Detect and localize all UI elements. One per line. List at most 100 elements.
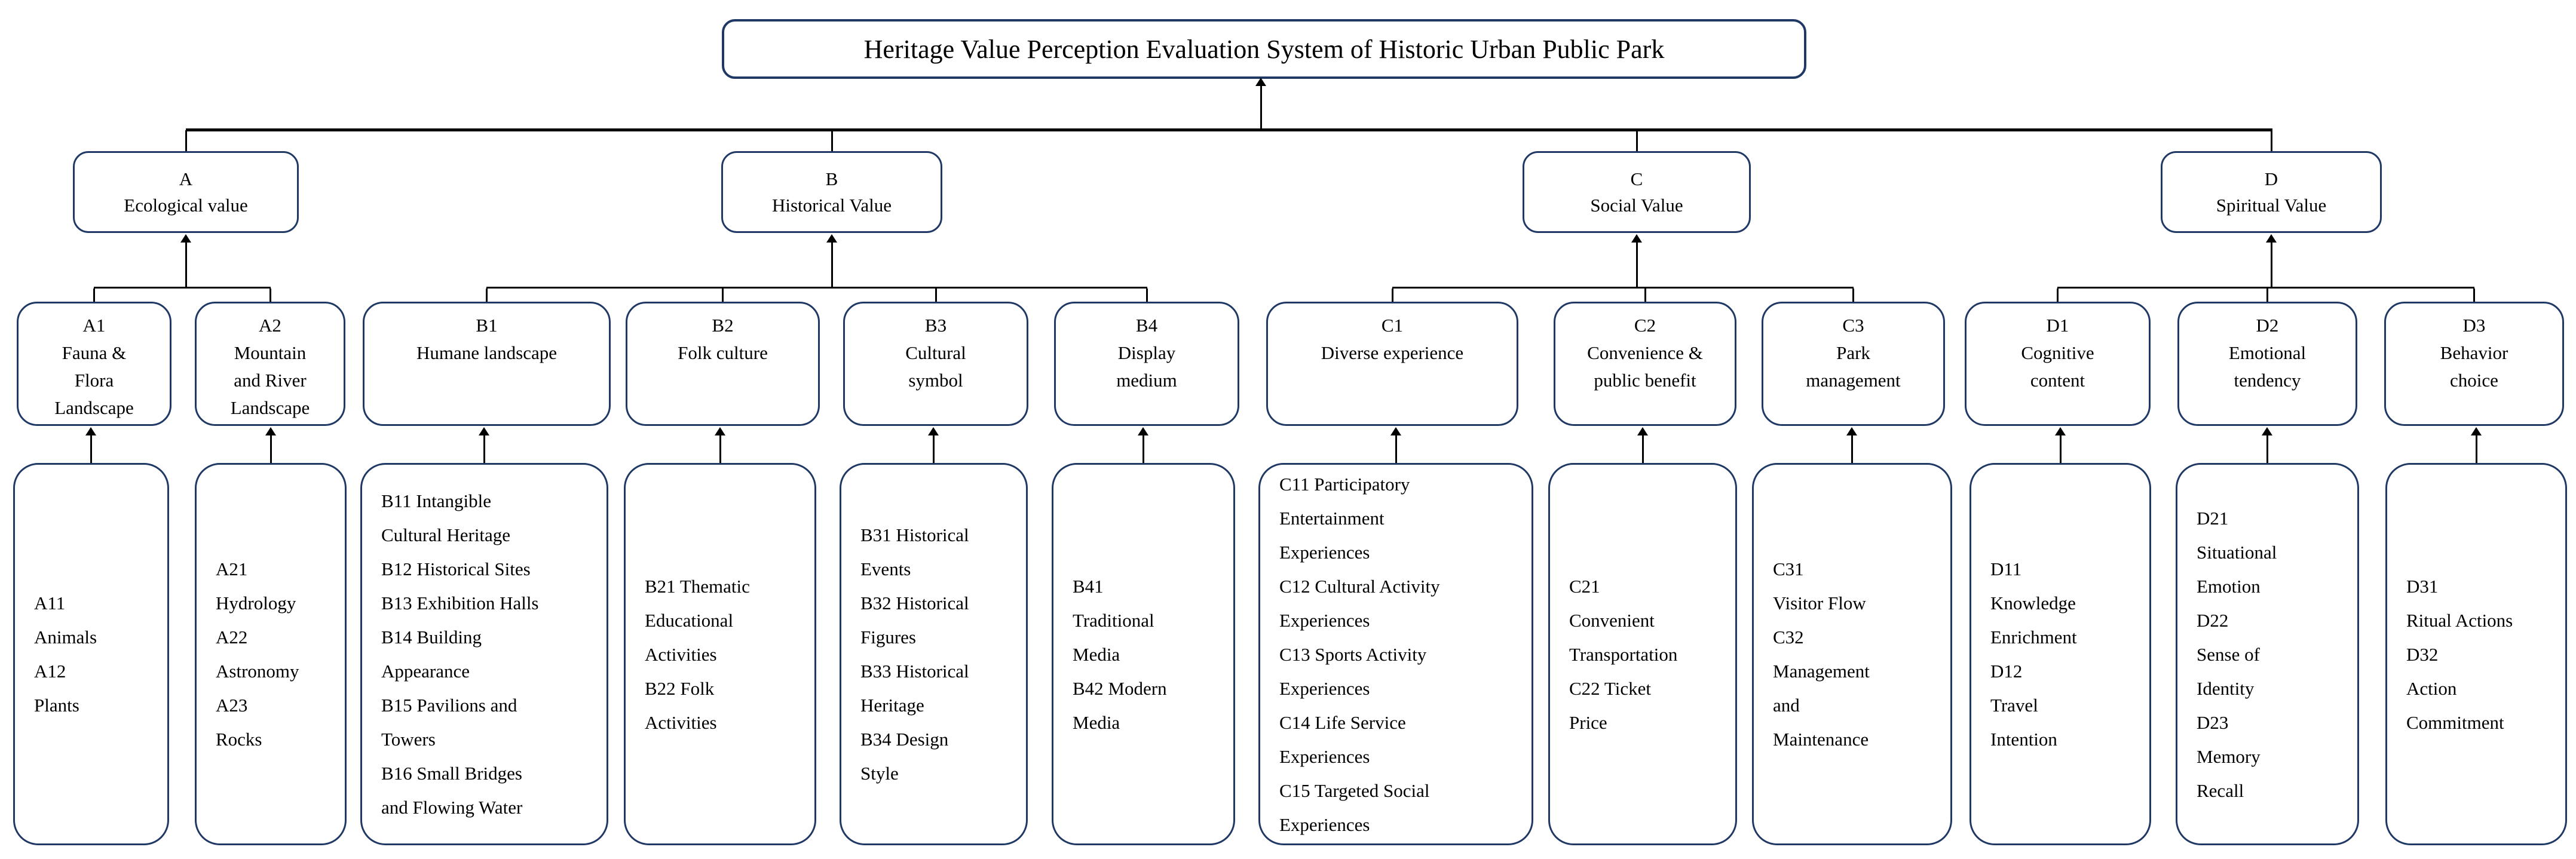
connector-indicator-b3: [933, 435, 935, 463]
node-criterion-c1: C1 Diverse experience: [1266, 302, 1518, 426]
indicator-list: D31 Ritual Actions D32 Action Commitment: [2406, 575, 2513, 733]
indicator-list: C11 Participatory Entertainment Experien…: [1279, 473, 1440, 835]
arrow-up-criterion-a2: [265, 427, 276, 435]
indicator-list: B21 Thematic Educational Activities B22 …: [645, 575, 750, 733]
indicator-list: B31 Historical Events B32 Historical Fig…: [860, 524, 969, 784]
criterion-code: C1: [1381, 315, 1404, 336]
criterion-label: Convenience & public benefit: [1587, 342, 1703, 391]
connector-stub-c2: [1644, 289, 1646, 302]
criterion-code: D1: [2046, 315, 2069, 336]
connector-indicator-b4: [1142, 435, 1144, 463]
node-criterion-c3: C3 Park management: [1762, 302, 1945, 426]
connector-stub-b4: [1146, 289, 1148, 302]
criterion-code: D2: [2256, 315, 2279, 336]
criterion-code: D3: [2462, 315, 2486, 336]
branch-code: A: [179, 168, 193, 189]
connector-indicator-c3: [1851, 435, 1853, 463]
node-indicators-c2: C21 Convenient Transportation C22 Ticket…: [1548, 463, 1737, 845]
connector-indicator-a2: [270, 435, 272, 463]
arrow-up-criterion-d1: [2055, 427, 2066, 435]
arrow-up-criterion-c3: [1846, 427, 1857, 435]
arrow-up-criterion-b3: [928, 427, 939, 435]
connector-drop-d: [2271, 130, 2272, 151]
node-criterion-d1: D1 Cognitive content: [1965, 302, 2151, 426]
node-indicators-c3: C31 Visitor Flow C32 Management and Main…: [1752, 463, 1952, 845]
branch-label: Social Value: [1590, 194, 1683, 216]
indicator-list: B41 Traditional Media B42 Modern Media: [1073, 575, 1167, 733]
connector-indicator-c1: [1395, 435, 1397, 463]
criterion-label: Cognitive content: [2021, 342, 2094, 391]
node-indicators-d3: D31 Ritual Actions D32 Action Commitment: [2385, 463, 2567, 845]
node-criterion-a1: A1 Fauna & Flora Landscape: [17, 302, 171, 426]
criterion-code: C3: [1842, 315, 1864, 336]
criterion-label: Cultural symbol: [905, 342, 966, 391]
branch-label: Spiritual Value: [2216, 194, 2327, 216]
connector-indicator-c2: [1642, 435, 1644, 463]
node-criterion-d3: D3 Behavior choice: [2384, 302, 2564, 426]
indicator-list: D11 Knowledge Enrichment D12 Travel Inte…: [1990, 559, 2077, 750]
node-indicators-b3: B31 Historical Events B32 Historical Fig…: [840, 463, 1028, 845]
criterion-code: C2: [1634, 315, 1656, 336]
connector-indicator-d2: [2266, 435, 2268, 463]
connector-indicator-b1: [483, 435, 485, 463]
branch-code: C: [1630, 168, 1643, 189]
node-criterion-c2: C2 Convenience & public benefit: [1554, 302, 1736, 426]
connector-indicator-a1: [90, 435, 92, 463]
indicator-list: A21 Hydrology A22 Astronomy A23 Rocks: [216, 559, 299, 750]
criterion-code: B4: [1135, 315, 1158, 336]
arrow-up-branch-a: [180, 234, 191, 243]
arrow-up-criterion-b2: [715, 427, 725, 435]
indicator-list: D21 Situational Emotion D22 Sense of Ide…: [2197, 507, 2277, 801]
criterion-label: Park management: [1806, 342, 1901, 391]
criterion-code: B2: [712, 315, 734, 336]
connector-drop-b: [831, 130, 833, 151]
connector-stub-d1: [2057, 289, 2059, 302]
node-indicators-d2: D21 Situational Emotion D22 Sense of Ide…: [2176, 463, 2359, 845]
indicator-list: C21 Convenient Transportation C22 Ticket…: [1569, 575, 1678, 733]
arrow-up-criterion-d2: [2262, 427, 2272, 435]
connector-branch-c-line: [1636, 242, 1638, 289]
connector-indicator-b2: [719, 435, 721, 463]
criterion-label: Humane landscape: [416, 342, 557, 363]
connector-drop-a: [185, 130, 187, 151]
connector-branch-b-line: [831, 242, 833, 289]
connector-bracket-d: [2057, 287, 2474, 289]
connector-title-line: [1260, 85, 1262, 130]
connector-stub-a2: [269, 289, 271, 302]
node-indicators-b1: B11 Intangible Cultural Heritage B12 His…: [360, 463, 608, 845]
indicator-list: C31 Visitor Flow C32 Management and Main…: [1773, 559, 1870, 750]
criterion-label: Folk culture: [678, 342, 768, 363]
connector-indicator-d1: [2060, 435, 2062, 463]
criterion-label: Mountain and River Landscape: [230, 342, 310, 418]
criterion-label: Display medium: [1116, 342, 1177, 391]
connector-bracket-c: [1392, 287, 1854, 289]
node-indicators-d1: D11 Knowledge Enrichment D12 Travel Inte…: [1969, 463, 2151, 845]
node-branch-d: D Spiritual Value: [2161, 151, 2382, 233]
branch-code: B: [825, 168, 838, 189]
connector-stub-b2: [722, 289, 724, 302]
connector-stub-d2: [2266, 289, 2268, 302]
node-branch-c: C Social Value: [1523, 151, 1751, 233]
node-criterion-a2: A2 Mountain and River Landscape: [195, 302, 345, 426]
connector-indicator-d3: [2476, 435, 2477, 463]
branch-code: D: [2264, 168, 2278, 189]
arrow-up-criterion-c1: [1390, 427, 1401, 435]
connector-stub-d3: [2473, 289, 2475, 302]
node-criterion-b2: B2 Folk culture: [626, 302, 820, 426]
node-criterion-b3: B3 Cultural symbol: [843, 302, 1028, 426]
connector-stub-a1: [93, 289, 95, 302]
node-criterion-b1: B1 Humane landscape: [363, 302, 611, 426]
node-indicators-a1: A11 Animals A12 Plants: [13, 463, 169, 845]
arrow-up-criterion-d3: [2471, 427, 2482, 435]
connector-stub-b3: [935, 289, 937, 302]
arrow-up-criterion-b4: [1138, 427, 1148, 435]
connector-stub-c3: [1852, 289, 1854, 302]
node-criterion-d2: D2 Emotional tendency: [2177, 302, 2357, 426]
criterion-label: Fauna & Flora Landscape: [54, 342, 134, 418]
node-indicators-a2: A21 Hydrology A22 Astronomy A23 Rocks: [195, 463, 347, 845]
arrow-up-branch-b: [826, 234, 837, 243]
connector-stub-c1: [1392, 289, 1393, 302]
diagram-title: Heritage Value Perception Evaluation Sys…: [863, 34, 1665, 64]
connector-bracket-b: [486, 287, 1147, 289]
